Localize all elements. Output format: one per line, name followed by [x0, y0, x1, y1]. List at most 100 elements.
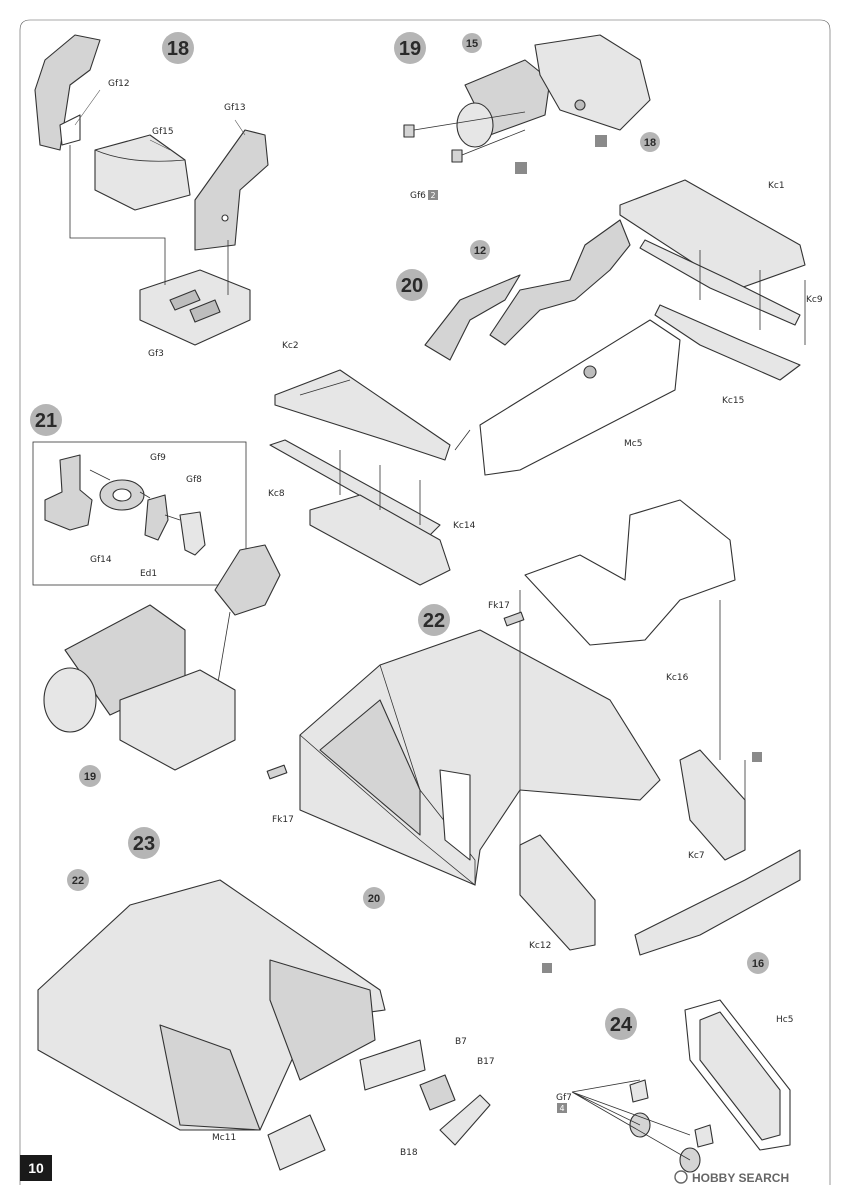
step-23-circle — [128, 827, 160, 859]
step-20: 20 12 Kc1 Kc9 Kc15 Kc2 Kc8 Kc14 Mc5 — [268, 179, 823, 586]
label-kc15: Kc15 — [722, 396, 744, 406]
step-22-number: 22 — [423, 610, 445, 632]
part-12-rail — [424, 274, 521, 361]
label-gf15: Gf15 — [152, 127, 174, 137]
watermark: HOBBY SEARCH — [692, 1171, 789, 1185]
inset-box — [32, 441, 247, 586]
step-19-circle — [394, 32, 426, 64]
part-kc1 — [619, 179, 806, 291]
part-mc11 — [267, 1114, 326, 1171]
qty-gf7: 4 — [559, 1104, 564, 1113]
step-24-circle — [605, 1008, 637, 1040]
svg-text:15: 15 — [466, 38, 478, 50]
step-19-number: 19 — [399, 38, 421, 60]
label-b17: B17 — [477, 1057, 495, 1067]
label-gf7: Gf7 — [556, 1093, 572, 1103]
label-kc7: Kc7 — [688, 851, 705, 861]
step-23: 23 22 B7 B17 B18 Mc11 — [37, 827, 495, 1171]
step-18: 18 Gf12 Gf13 Gf15 Gf3 — [34, 32, 269, 359]
bubble-16 — [747, 952, 769, 974]
part-kc2 — [274, 369, 451, 461]
step-21-number: 21 — [35, 410, 57, 432]
part-mc5 — [479, 319, 681, 476]
part-b7 — [359, 1039, 426, 1091]
label-b7: B7 — [455, 1037, 467, 1047]
label-gf6: Gf6 — [410, 191, 426, 201]
label-kc14: Kc14 — [453, 521, 476, 531]
watermark-logo-icon — [674, 1170, 688, 1184]
svg-text:20: 20 — [368, 893, 380, 905]
glue-icon — [542, 963, 552, 973]
part-b17 — [419, 1074, 456, 1111]
label-kc9: Kc9 — [806, 295, 823, 305]
part-cradle-assembly — [214, 544, 281, 616]
svg-text:19: 19 — [84, 771, 96, 783]
part-gf14 — [44, 454, 93, 531]
svg-text:16: 16 — [752, 958, 764, 970]
svg-text:12: 12 — [474, 245, 486, 257]
bubble-19 — [79, 765, 101, 787]
label-hc5: Hc5 — [776, 1015, 793, 1025]
bubble-22 — [67, 869, 89, 891]
step-21: 21 Gf9 Gf8 Gf14 Ed1 19 — [30, 404, 281, 787]
step-21-circle — [30, 404, 62, 436]
step-20-number: 20 — [401, 275, 423, 297]
label-b18: B18 — [400, 1148, 418, 1158]
svg-text:22: 22 — [72, 875, 84, 887]
part-kc15 — [654, 304, 801, 381]
svg-text:18: 18 — [644, 137, 656, 149]
part-gf8 — [144, 494, 169, 541]
step-20-circle — [396, 269, 428, 301]
part-b18 — [439, 1094, 491, 1146]
label-ed1: Ed1 — [140, 569, 157, 579]
glue-icon — [752, 752, 762, 762]
label-kc16: Kc16 — [666, 673, 689, 683]
glue-icon — [595, 135, 607, 147]
label-kc12: Kc12 — [529, 941, 551, 951]
label-gf12: Gf12 — [108, 79, 130, 89]
bubble-12 — [470, 240, 490, 260]
step-23-number: 23 — [133, 833, 155, 855]
label-fk17-top: Fk17 — [488, 601, 510, 611]
step-24: 24 Hc5 Gf7 4 — [556, 999, 793, 1173]
part-fk17-left — [266, 764, 288, 780]
part-kc16 — [524, 499, 736, 646]
part-frame-19 — [534, 34, 651, 131]
label-kc1: Kc1 — [768, 181, 785, 191]
qty-gf6: 2 — [430, 191, 435, 200]
step-24-number: 24 — [610, 1014, 633, 1036]
label-gf14: Gf14 — [90, 555, 112, 565]
part-fk17-top — [503, 611, 525, 627]
page-number: 10 — [28, 1160, 44, 1176]
page-number-box — [20, 1155, 52, 1181]
bubble-20 — [363, 887, 385, 909]
part-gf15 — [94, 134, 191, 211]
part-rear-plate — [634, 849, 801, 956]
label-kc2: Kc2 — [282, 341, 299, 351]
bubble-15 — [462, 33, 482, 53]
bubble-18 — [640, 132, 660, 152]
label-mc5: Mc5 — [624, 439, 642, 449]
step-18-circle — [162, 32, 194, 64]
step-19: 19 15 18 Gf6 2 — [394, 32, 660, 201]
glue-icon — [515, 162, 527, 174]
step-22-circle — [418, 604, 450, 636]
step-18-number: 18 — [167, 38, 189, 60]
label-mc11: Mc11 — [212, 1133, 236, 1143]
label-gf8: Gf8 — [186, 475, 202, 485]
part-gf13 — [194, 129, 269, 251]
part-kc7 — [679, 749, 746, 861]
part-cradle — [119, 669, 236, 771]
label-gf9: Gf9 — [150, 453, 166, 463]
label-gf13: Gf13 — [224, 103, 246, 113]
label-fk17-left: Fk17 — [272, 815, 294, 825]
label-gf3: Gf3 — [148, 349, 164, 359]
step-22: 22 Fk17 Fk17 Kc16 Kc7 Kc12 20 16 — [266, 499, 801, 974]
part-kc14 — [309, 494, 451, 586]
part-kc12 — [519, 834, 596, 951]
part-hull-frame — [299, 629, 661, 886]
part-ed1 — [179, 511, 206, 556]
label-kc8: Kc8 — [268, 489, 285, 499]
part-gf12 — [34, 34, 101, 151]
